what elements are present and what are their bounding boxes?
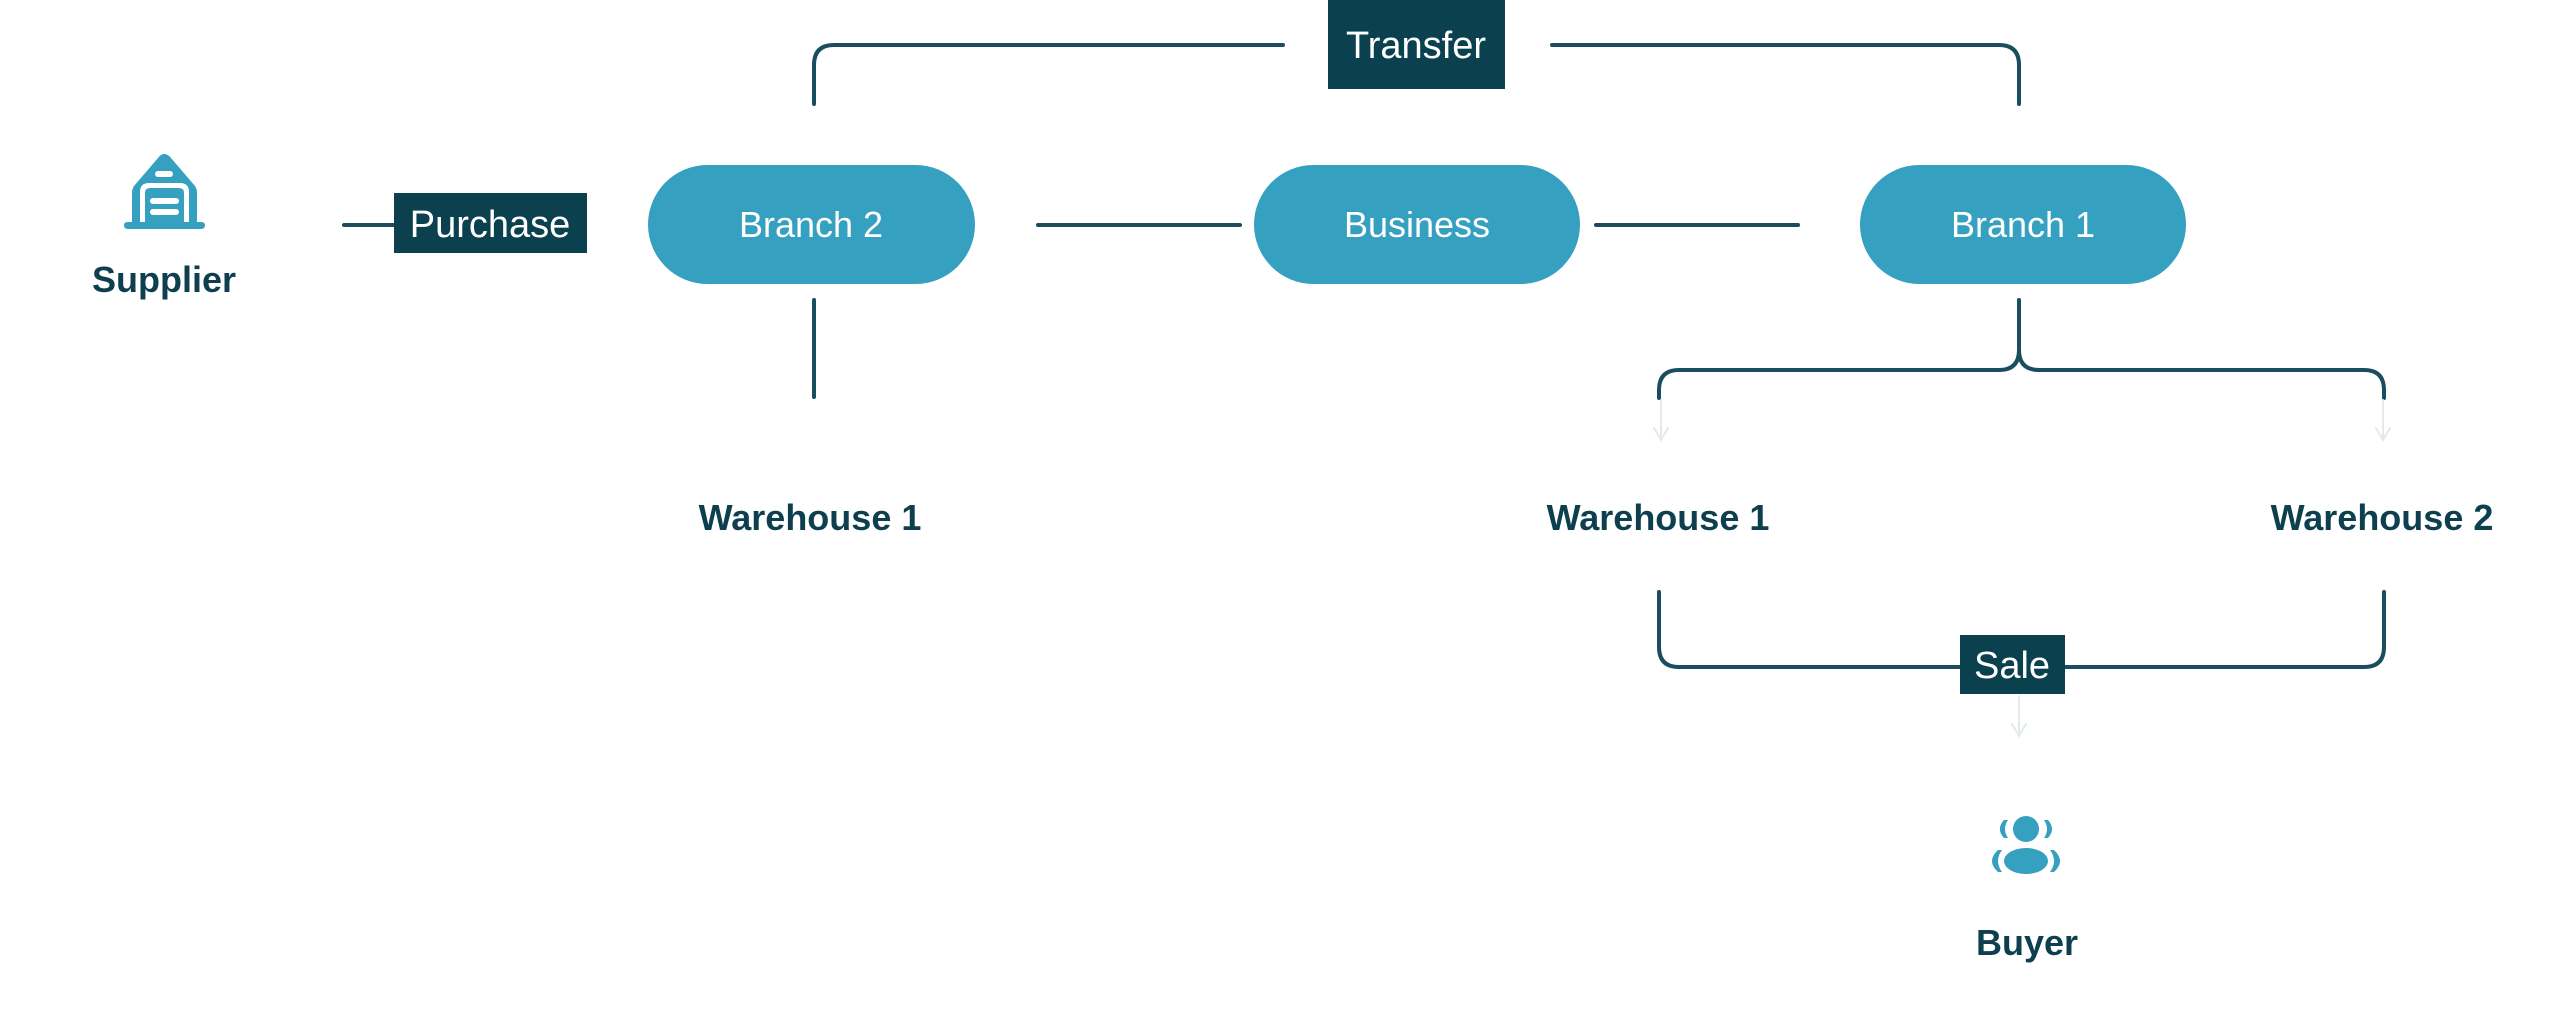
purchase-tag-label: Purchase xyxy=(410,204,571,246)
warehouse-building-icon xyxy=(124,154,205,229)
arrow-to-warehouse-1 xyxy=(1653,399,1669,442)
node-branch-1-warehouse-1[interactable]: Warehouse 1 xyxy=(1547,497,1770,538)
sale-tag-label: Sale xyxy=(1974,645,2050,687)
users-group-icon xyxy=(1992,816,2060,874)
arrow-to-warehouse-2 xyxy=(2375,399,2391,442)
node-supplier[interactable]: Supplier xyxy=(92,154,236,300)
node-branch-1-label: Branch 1 xyxy=(1951,204,2095,245)
node-business[interactable]: Business xyxy=(1254,165,1580,284)
node-branch-1-warehouse-2[interactable]: Warehouse 2 xyxy=(2271,497,2494,538)
node-supplier-label: Supplier xyxy=(92,259,236,300)
sale-tag: Sale xyxy=(1960,635,2065,694)
node-buyer[interactable]: Buyer xyxy=(1976,816,2078,963)
transfer-edge-left xyxy=(812,43,1285,106)
transfer-edge-right xyxy=(1550,43,2021,106)
transfer-tag-label: Transfer xyxy=(1346,25,1486,67)
purchase-tag: Purchase xyxy=(394,193,587,253)
node-branch-2-label: Branch 2 xyxy=(739,204,883,245)
arrow-to-buyer xyxy=(2011,695,2027,738)
branch1-warehouses-brace xyxy=(1657,298,2386,400)
node-branch-2-warehouse-1[interactable]: Warehouse 1 xyxy=(699,497,922,538)
node-branch-2[interactable]: Branch 2 xyxy=(648,165,975,284)
node-branch-1[interactable]: Branch 1 xyxy=(1860,165,2186,284)
transfer-tag: Transfer xyxy=(1328,0,1505,89)
node-buyer-label: Buyer xyxy=(1976,922,2078,963)
node-business-label: Business xyxy=(1344,204,1490,245)
